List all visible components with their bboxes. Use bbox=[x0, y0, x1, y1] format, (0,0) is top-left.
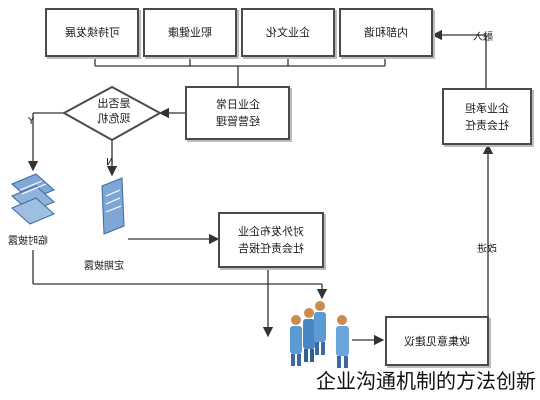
improve-label: 改进 bbox=[477, 244, 497, 255]
box-career-health-label: 职业健康 bbox=[168, 26, 212, 39]
box-collect-suggestions-label: 收集意见建议 bbox=[404, 334, 470, 348]
box-collect-suggestions: 收集意见建议 bbox=[385, 316, 489, 366]
box-internal-harmony-label: 内部和谐 bbox=[364, 26, 408, 39]
box-sustainable-development-label: 可持续发展 bbox=[64, 26, 120, 39]
temporary-disclosure-document-icon bbox=[11, 173, 55, 225]
box-internal-harmony: 内部和谐 bbox=[339, 8, 433, 57]
integrate-label: 融入 bbox=[473, 32, 493, 43]
regular-disclosure-label: 定期披露 bbox=[84, 261, 124, 272]
yes-label: Y bbox=[28, 116, 35, 127]
decision-label: 是否出 现危机 bbox=[97, 97, 131, 125]
box-social-responsibility: 企业承担 社会责任 bbox=[442, 88, 532, 145]
box-daily-management: 企业日常 经营管理 bbox=[185, 86, 290, 140]
box-career-health: 职业健康 bbox=[143, 8, 237, 57]
box-external-report-label: 对外发布企业 社会责任报告 bbox=[238, 225, 304, 255]
decision-diamond bbox=[61, 85, 163, 142]
temp-disclosure-label: 临时披露 bbox=[8, 236, 48, 247]
box-corporate-culture-label: 企业文化 bbox=[266, 26, 310, 39]
stakeholders-people-icon bbox=[290, 301, 349, 368]
box-sustainable-development: 可持续发展 bbox=[45, 8, 139, 57]
box-corporate-culture: 企业文化 bbox=[241, 8, 335, 57]
diagram-caption: 企业沟通机制的方法创新 bbox=[316, 369, 536, 393]
box-external-report: 对外发布企业 社会责任报告 bbox=[218, 212, 324, 268]
regular-disclosure-document-icon bbox=[101, 177, 125, 235]
box-social-responsibility-label: 企业承担 社会责任 bbox=[465, 101, 509, 132]
box-daily-management-label: 企业日常 经营管理 bbox=[215, 98, 260, 128]
no-label: N bbox=[106, 157, 114, 168]
